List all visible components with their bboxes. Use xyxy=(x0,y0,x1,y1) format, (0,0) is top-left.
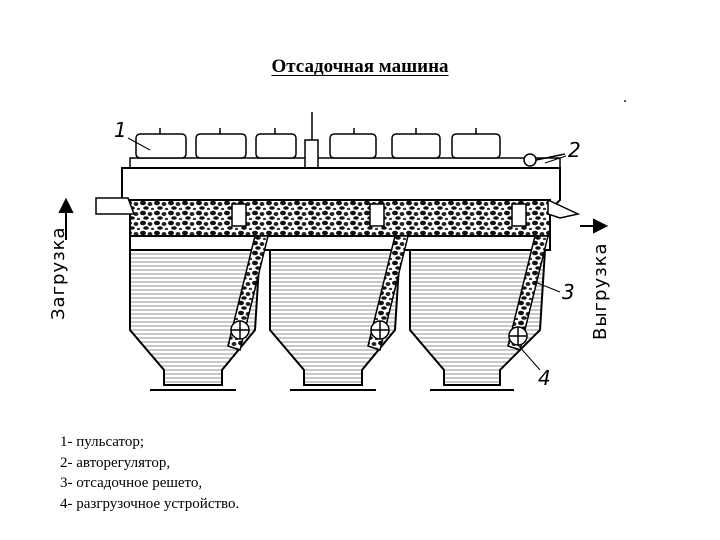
legend: 1- пульсатор; 2- авторегулятор, 3- отсад… xyxy=(60,432,239,514)
pulsator-row xyxy=(129,112,561,169)
legend-item-screen: 3- отсадочное решето, xyxy=(60,475,203,491)
unload-arrow xyxy=(580,218,609,234)
tank-body xyxy=(121,167,561,251)
inspection-windows xyxy=(231,203,527,227)
unload-label: Выгрузка xyxy=(590,242,611,340)
discharge-chute xyxy=(547,198,581,219)
callout-4: 4 xyxy=(538,366,551,390)
callout-1: 1 xyxy=(114,118,127,142)
callout-3: 3 xyxy=(562,280,575,304)
discharge-wheels xyxy=(230,320,528,346)
load-arrow xyxy=(58,197,74,240)
jig-machine-diagram xyxy=(58,112,609,391)
callout-2: 2 xyxy=(568,138,581,162)
stray-dot xyxy=(624,100,626,102)
legend-item-regulator: 2- авторегулятор, xyxy=(60,454,171,471)
legend-item-pulsator: 1- пульсатор; xyxy=(60,434,145,450)
feed-chute xyxy=(95,197,136,215)
legend-item-discharge: 4- разгрузочное устройство. xyxy=(60,495,240,512)
load-label: Загрузка xyxy=(48,226,69,320)
leader-lines xyxy=(127,137,567,371)
hoppers xyxy=(129,249,547,391)
diagram-title: Отсадочная машина xyxy=(271,56,449,77)
